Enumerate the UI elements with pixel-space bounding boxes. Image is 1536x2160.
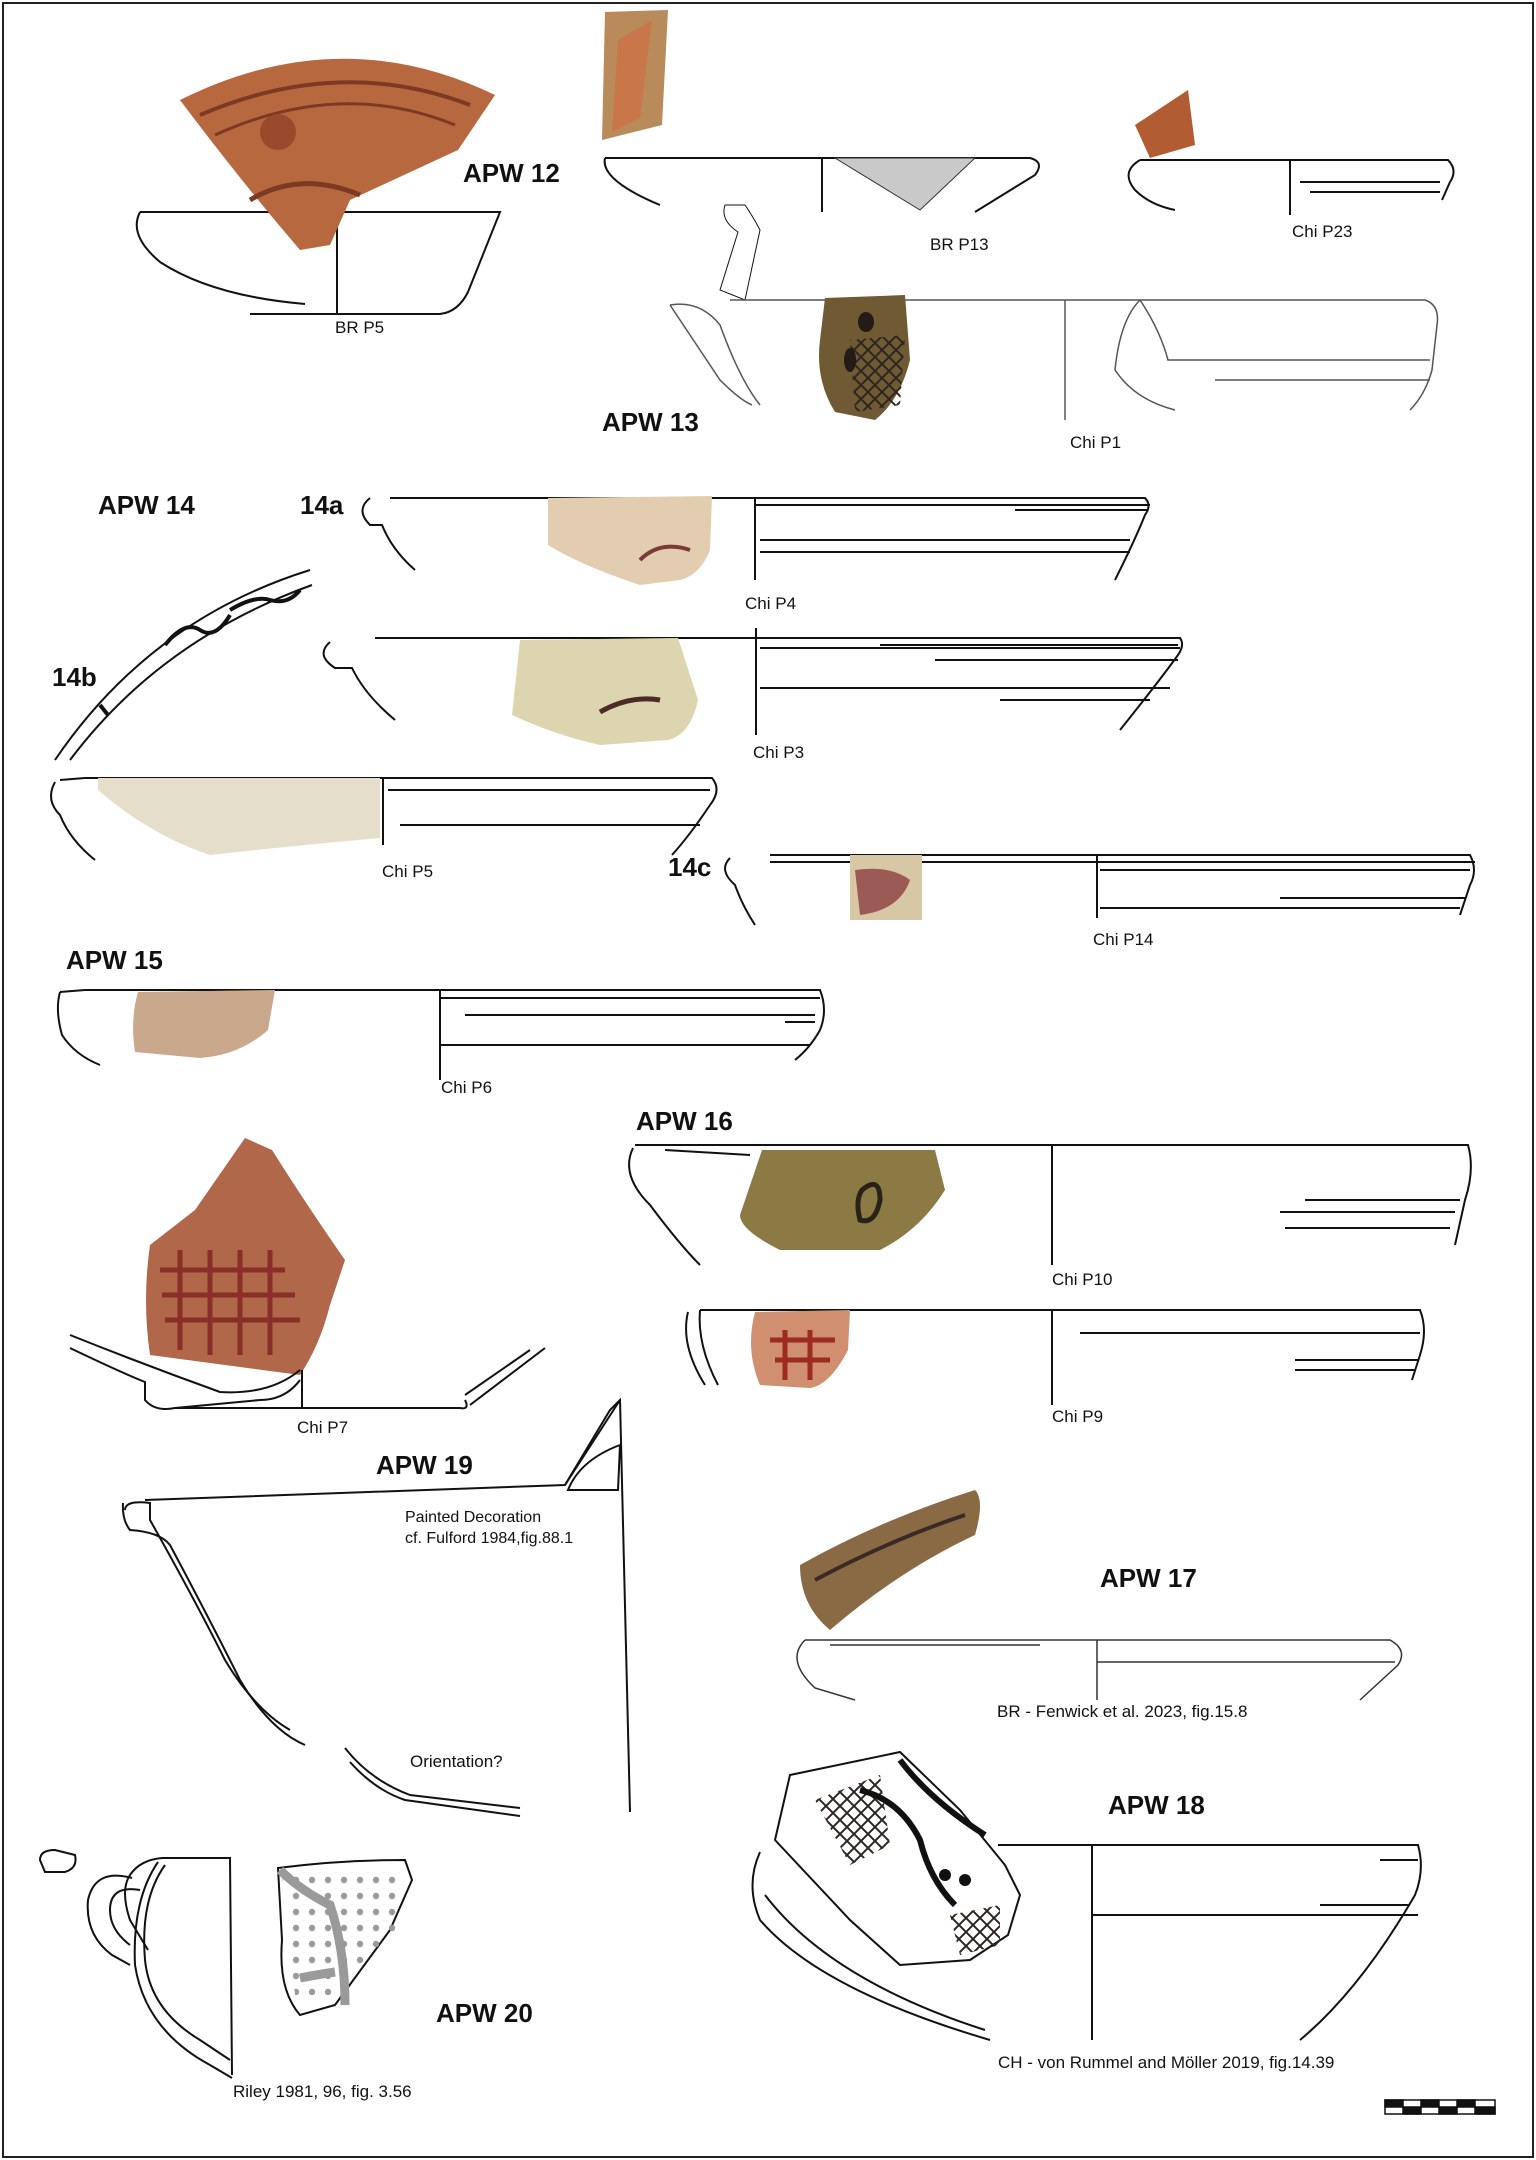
caption-chi-p14: Chi P14: [1093, 930, 1154, 949]
apw16-profile-chi-p10: [628, 1144, 1472, 1266]
label-apw14: APW 14: [98, 490, 195, 520]
apw12-sherd-photo: [180, 58, 495, 250]
apw16-chi-p10-sherd-photo: [740, 1150, 945, 1250]
scale-bar: [1384, 2099, 1496, 2115]
apw14c-sherd-photo: [850, 855, 922, 920]
apw20-sherd-drawing: [276, 1858, 414, 2017]
br-p13-sherd-photo: [602, 10, 668, 140]
caption-chi-p3: Chi P3: [753, 743, 805, 762]
apw14-profile-chi-p5: [50, 777, 718, 861]
apw16-profile-chi-p9: [685, 1309, 1425, 1405]
apw16-chi-p9-sherd-photo: [751, 1310, 850, 1388]
apw15-sherd-photo: [133, 990, 275, 1058]
caption-chi-p6: Chi P6: [441, 1078, 493, 1097]
caption-fenwick: BR - Fenwick et al. 2023, fig.15.8: [997, 1702, 1248, 1721]
chi-p7-profile: [69, 1334, 546, 1410]
caption-br-p5: BR P5: [335, 318, 385, 337]
apw14-profile-chi-p3: [322, 628, 1184, 735]
caption-chi-p5: Chi P5: [382, 862, 434, 881]
apw17-profile: [796, 1639, 1403, 1701]
apw14-chi-p5-sherd-photo: [98, 778, 380, 855]
apw13-sherd-photo: [819, 295, 910, 420]
caption-br-p13: BR P13: [930, 235, 989, 254]
caption-chi-p9: Chi P9: [1052, 1407, 1104, 1426]
label-apw16: APW 16: [636, 1106, 733, 1136]
apw20-rim-fragment: [38, 1848, 77, 1873]
caption-chi-p4: Chi P4: [745, 594, 797, 613]
label-apw13: APW 13: [602, 407, 699, 437]
caption-chi-p23: Chi P23: [1292, 222, 1353, 241]
apw14-chi-p3-sherd-photo: [512, 638, 698, 745]
apw14a-profile-chi-p4: [361, 497, 1150, 581]
label-14b: 14b: [52, 662, 97, 692]
caption-riley: Riley 1981, 96, fig. 3.56: [233, 2082, 412, 2101]
apw18-profile: [751, 1844, 1422, 2041]
caption-painted-decoration: Painted Decoration cf. Fulford 1984,fig.…: [405, 1509, 574, 1547]
label-apw18: APW 18: [1108, 1790, 1205, 1820]
caption-chi-p1: Chi P1: [1070, 433, 1122, 452]
label-14a: 14a: [300, 490, 344, 520]
chi-p23-sherd-photo: [1135, 90, 1195, 158]
label-apw20: APW 20: [436, 1998, 533, 2028]
chi-p7-sherd-photo: [146, 1138, 345, 1375]
caption-chi-p7: Chi P7: [297, 1418, 349, 1437]
label-14c: 14c: [668, 852, 712, 882]
apw17-sherd-photo: [800, 1490, 980, 1630]
apw14b-arc-profile: [54, 569, 313, 761]
label-apw19: APW 19: [376, 1450, 473, 1480]
apw15-profile-chi-p6: [56, 989, 825, 1080]
apw14a-sherd-photo: [548, 496, 712, 585]
apw14c-profile-chi-p14: [724, 854, 1475, 926]
apw20-jug-profile: [86, 1857, 233, 2079]
caption-rummel: CH - von Rummel and Möller 2019, fig.14.…: [998, 2053, 1335, 2072]
label-apw15: APW 15: [66, 945, 163, 975]
apw18-sherd-drawing: [773, 1750, 1022, 1967]
caption-chi-p10: Chi P10: [1052, 1270, 1113, 1289]
caption-orientation: Orientation?: [410, 1752, 503, 1771]
apw13-profile-chi-p1: [669, 299, 1439, 420]
label-apw12: APW 12: [463, 158, 560, 188]
br-p13-profile: [603, 157, 1040, 301]
label-apw17: APW 17: [1100, 1563, 1197, 1593]
apw19-profile: [121, 1397, 631, 1817]
chi-p23-profile: [1127, 159, 1455, 215]
